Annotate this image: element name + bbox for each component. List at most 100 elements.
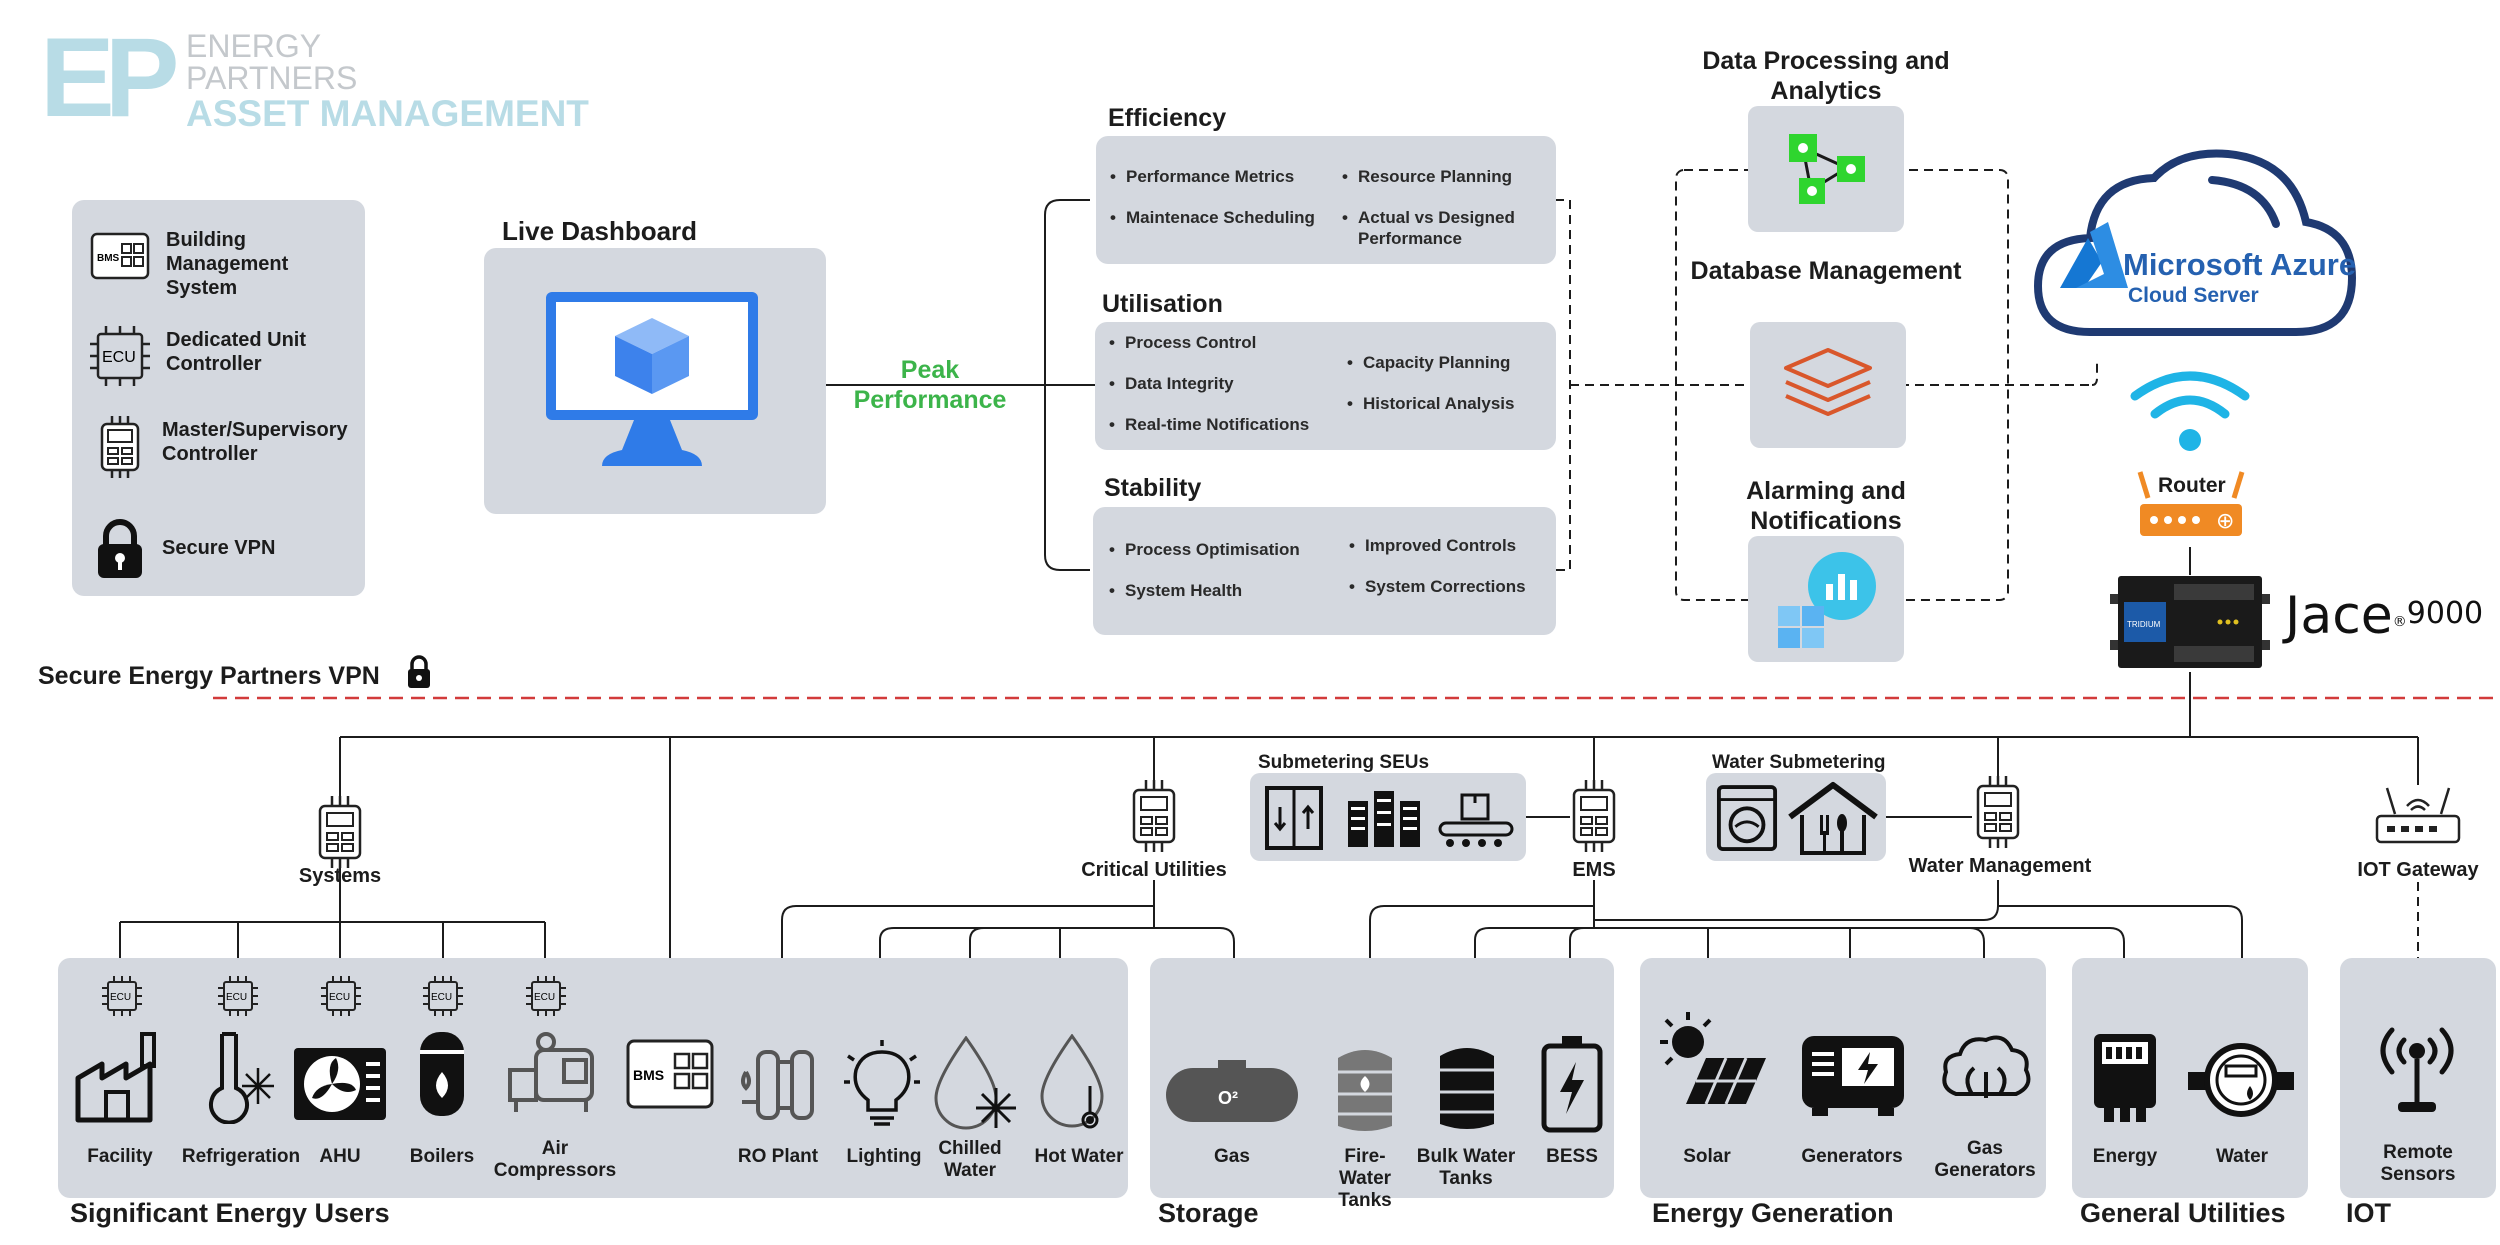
svg-text:ECU: ECU (110, 992, 131, 1003)
air-compressor-icon (508, 1032, 594, 1112)
bms-icon: BMS (90, 232, 150, 280)
significant-energy-users-panel: ECU ECU ECU ECU ECU Facility Refrigerati… (58, 958, 1128, 1198)
ecu-icon: ECU (423, 976, 463, 1016)
ems-label: EMS (1572, 859, 1616, 881)
service-database (1750, 322, 1906, 448)
legend-label-bms: Building Management System (166, 229, 289, 299)
lock-icon (98, 519, 142, 578)
legend-panel: BMS Building Management System ECU Dedic… (72, 200, 365, 596)
stability-panel: Process Optimisation System Health Impro… (1093, 507, 1556, 635)
stability-item: System Health (1109, 580, 1339, 601)
iot-gateway-icon (2375, 787, 2461, 844)
legend-item-ecu: ECU Dedicated Unit Controller (72, 324, 372, 394)
efficiency-item: Actual vs Designed Performance (1342, 207, 1542, 249)
utilisation-item: Data Integrity (1109, 373, 1339, 394)
stacked-layers-icon (1784, 348, 1872, 416)
ems-controller-icon (1572, 780, 1616, 852)
factory-icon (75, 1032, 156, 1123)
svg-text:ECU: ECU (431, 992, 452, 1003)
jace-reg: ® (2392, 614, 2407, 630)
iot-panel: Remote Sensors (2340, 958, 2496, 1198)
seu-label-air-compressors: Air Compressors (493, 1138, 617, 1181)
seu-label-boilers: Boilers (409, 1146, 475, 1167)
seu-label-facility: Facility (87, 1146, 153, 1167)
efficiency-right-list: Resource Planning Actual vs Designed Per… (1342, 166, 1542, 269)
hot-water-icon (1040, 1034, 1104, 1129)
generation-label-generators: Generators (1801, 1146, 1903, 1167)
ecu-icon: ECU (526, 976, 566, 1016)
jace-name: Jace (2285, 586, 2393, 646)
svg-text:BMS: BMS (633, 1067, 664, 1083)
group-title-storage: Storage (1158, 1198, 1259, 1228)
bms-icon: BMS (626, 1039, 714, 1109)
utilisation-left-list: Process Control Data Integrity Real-time… (1109, 332, 1339, 455)
storage-label-fire-water: Fire-Water Tanks (1338, 1146, 1392, 1211)
svg-text:TRIDIUM: TRIDIUM (2127, 620, 2161, 629)
legend-label-master-controller: Master/Supervisory Controller (162, 419, 348, 465)
bulk-water-tank-icon (1440, 1048, 1494, 1129)
submetering-seus-panel (1250, 773, 1526, 861)
washing-machine-icon (1716, 785, 1778, 851)
jace-model: 9000 (2406, 596, 2484, 631)
router-icon: ⊕ (2137, 471, 2245, 536)
systems-label: Systems (298, 865, 382, 887)
peak-performance-label: Peak Performance (850, 355, 1010, 415)
service-title-data-processing: Data Processing and Analytics (1702, 47, 1950, 105)
light-bulb-icon (844, 1040, 920, 1126)
seu-label-hot-water: Hot Water (1034, 1146, 1124, 1167)
efficiency-title: Efficiency (1108, 104, 1227, 132)
general-utilities-panel: Energy Water (2072, 958, 2308, 1198)
seu-label-chilled-water: Chilled Water (938, 1138, 1002, 1181)
seu-label-refrigeration: Refrigeration (181, 1146, 301, 1167)
service-data-processing (1748, 106, 1904, 232)
group-title-utilities: General Utilities (2080, 1198, 2286, 1228)
boiler-icon (420, 1032, 464, 1116)
ahu-fan-icon (294, 1048, 386, 1120)
legend-label-vpn: Secure VPN (162, 537, 276, 559)
svg-text:ECU: ECU (329, 992, 350, 1003)
remote-sensor-icon (2380, 1027, 2454, 1112)
vpn-lock-icon (408, 655, 430, 688)
legend-label-ecu: Dedicated Unit Controller (166, 329, 307, 375)
peak-line-1: Peak (900, 356, 960, 384)
dashboard-panel (484, 248, 826, 514)
stability-right-list: Improved Controls System Corrections (1349, 535, 1549, 617)
ecu-icon: ECU (102, 976, 142, 1016)
logo-mark: EP (40, 15, 179, 140)
svg-text:O²: O² (1218, 1088, 1238, 1108)
group-title-iot: IOT (2346, 1198, 2391, 1228)
utilisation-item: Process Control (1109, 332, 1339, 353)
iot-gateway-label: IOT Gateway (2357, 859, 2479, 881)
group-title-seu: Significant Energy Users (70, 1198, 390, 1228)
server-racks-icon (1348, 791, 1420, 847)
utilisation-item: Capacity Planning (1347, 352, 1547, 373)
service-title-database: Database Management (1690, 257, 1962, 285)
efficiency-item: Performance Metrics (1110, 166, 1340, 187)
ecu-icon: ECU (218, 976, 258, 1016)
logo-line-asset: ASSET MANAGEMENT (186, 93, 589, 134)
energy-generation-panel: Solar Generators Gas Generators (1640, 958, 2046, 1198)
gas-tank-icon: O² (1166, 1060, 1298, 1122)
monitor-cube-icon (546, 292, 758, 466)
service-title-alarming: Alarming and Notifications (1746, 477, 1906, 535)
group-title-generation: Energy Generation (1652, 1198, 1894, 1228)
utilisation-item: Real-time Notifications (1109, 414, 1339, 435)
jace-logo: Jace®9000 (2285, 590, 2483, 650)
water-management-controller-icon (1976, 776, 2020, 848)
controller-icon (100, 416, 140, 478)
stability-item: Process Optimisation (1109, 539, 1339, 560)
stability-title: Stability (1104, 474, 1202, 502)
efficiency-left-list: Performance Metrics Maintenace Schedulin… (1110, 166, 1340, 248)
network-nodes-icon (1789, 134, 1865, 204)
utilisation-title: Utilisation (1102, 290, 1223, 318)
generation-label-gas-generators: Gas Generators (1934, 1138, 2036, 1181)
conveyor-icon (1438, 793, 1514, 847)
elevator-icon (1265, 786, 1323, 850)
solar-icon (1660, 1012, 1766, 1105)
stability-left-list: Process Optimisation System Health (1109, 539, 1339, 621)
peak-line-2: Performance (853, 386, 1007, 414)
water-meter-icon (2188, 1043, 2294, 1117)
storage-label-gas: Gas (1214, 1146, 1250, 1167)
water-submetering-label: Water Submetering (1712, 752, 1886, 773)
utilisation-item: Historical Analysis (1347, 393, 1547, 414)
